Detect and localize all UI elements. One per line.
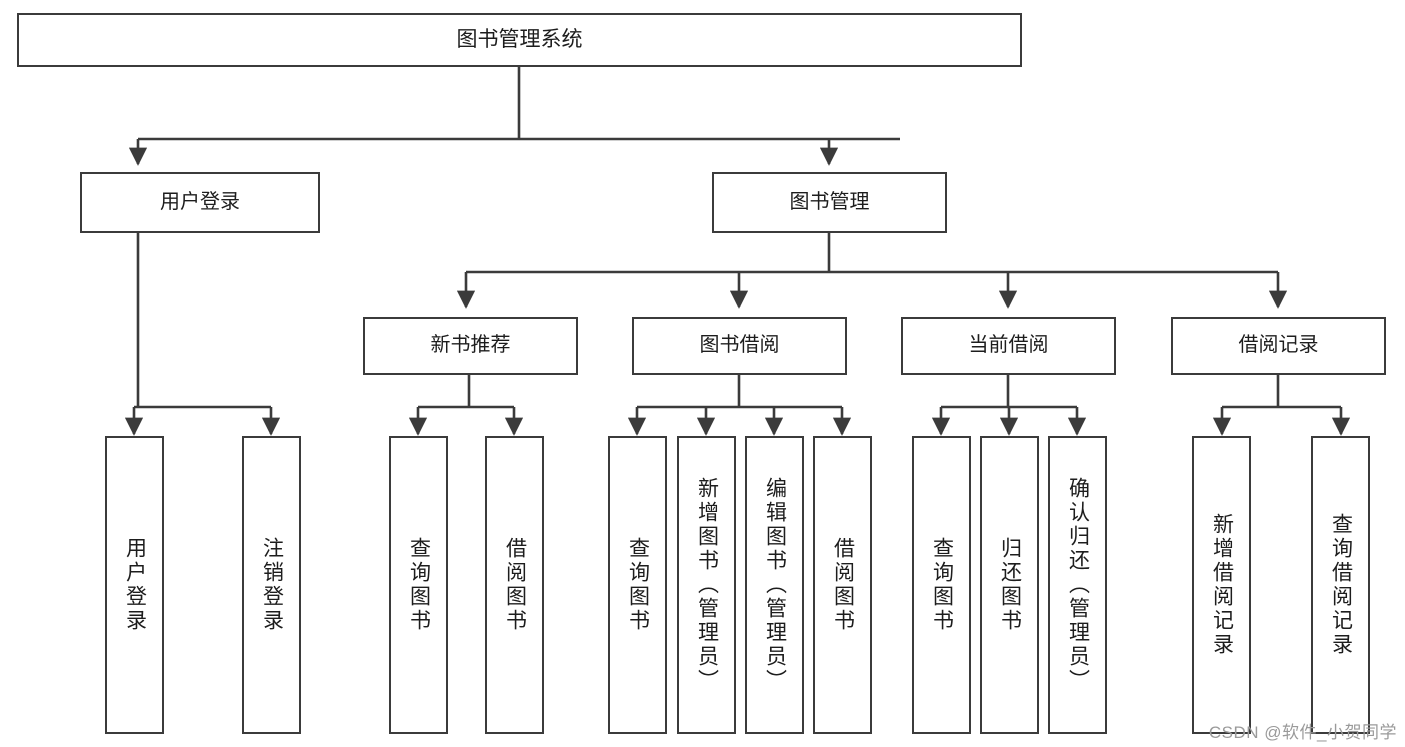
node-label: 图书管理 (789, 190, 870, 213)
node-label: 新增借阅记录 (1210, 513, 1234, 657)
leaf-borrow-add-book-admin[interactable]: 新增图书（管理员） (677, 436, 736, 734)
node-label: 查询图书 (930, 537, 954, 633)
node-label: 新增图书（管理员） (695, 477, 719, 693)
leaf-borrow-edit-book-admin[interactable]: 编辑图书（管理员） (745, 436, 804, 734)
node-label: 借阅记录 (1238, 334, 1319, 357)
node-label: 当前借阅 (968, 334, 1049, 357)
node-label: 图书借阅 (699, 334, 780, 357)
node-borrow-record[interactable]: 借阅记录 (1171, 317, 1386, 375)
node-label: 借阅图书 (503, 537, 527, 633)
node-label: 借阅图书 (831, 537, 855, 633)
node-label: 新书推荐 (430, 334, 511, 357)
node-label: 查询图书 (407, 537, 431, 633)
node-label: 注销登录 (260, 537, 284, 633)
node-label: 归还图书 (998, 537, 1022, 633)
leaf-current-return-book[interactable]: 归还图书 (980, 436, 1039, 734)
leaf-user-login[interactable]: 用户登录 (105, 436, 164, 734)
node-label: 图书管理系统 (456, 27, 583, 51)
node-book-borrow[interactable]: 图书借阅 (632, 317, 847, 375)
node-user-login[interactable]: 用户登录 (80, 172, 320, 233)
watermark-text: CSDN @软件_小贺同学 (1208, 723, 1397, 742)
leaf-record-add-record[interactable]: 新增借阅记录 (1192, 436, 1251, 734)
leaf-borrow-borrow-book[interactable]: 借阅图书 (813, 436, 872, 734)
node-label: 用户登录 (160, 190, 240, 213)
node-root-system[interactable]: 图书管理系统 (17, 13, 1022, 67)
node-new-book-recommend[interactable]: 新书推荐 (363, 317, 578, 375)
node-label: 编辑图书（管理员） (763, 477, 787, 693)
leaf-current-confirm-return-admin[interactable]: 确认归还（管理员） (1048, 436, 1107, 734)
leaf-recommend-borrow-book[interactable]: 借阅图书 (485, 436, 544, 734)
node-current-borrow[interactable]: 当前借阅 (901, 317, 1116, 375)
leaf-borrow-query-book[interactable]: 查询图书 (608, 436, 667, 734)
leaf-logout[interactable]: 注销登录 (242, 436, 301, 734)
node-label: 用户登录 (123, 537, 147, 633)
node-label: 确认归还（管理员） (1066, 477, 1090, 693)
node-label: 查询图书 (626, 537, 650, 633)
node-book-management[interactable]: 图书管理 (712, 172, 947, 233)
node-label: 查询借阅记录 (1329, 513, 1353, 657)
leaf-record-query-record[interactable]: 查询借阅记录 (1311, 436, 1370, 734)
leaf-current-query-book[interactable]: 查询图书 (912, 436, 971, 734)
leaf-recommend-query-book[interactable]: 查询图书 (389, 436, 448, 734)
